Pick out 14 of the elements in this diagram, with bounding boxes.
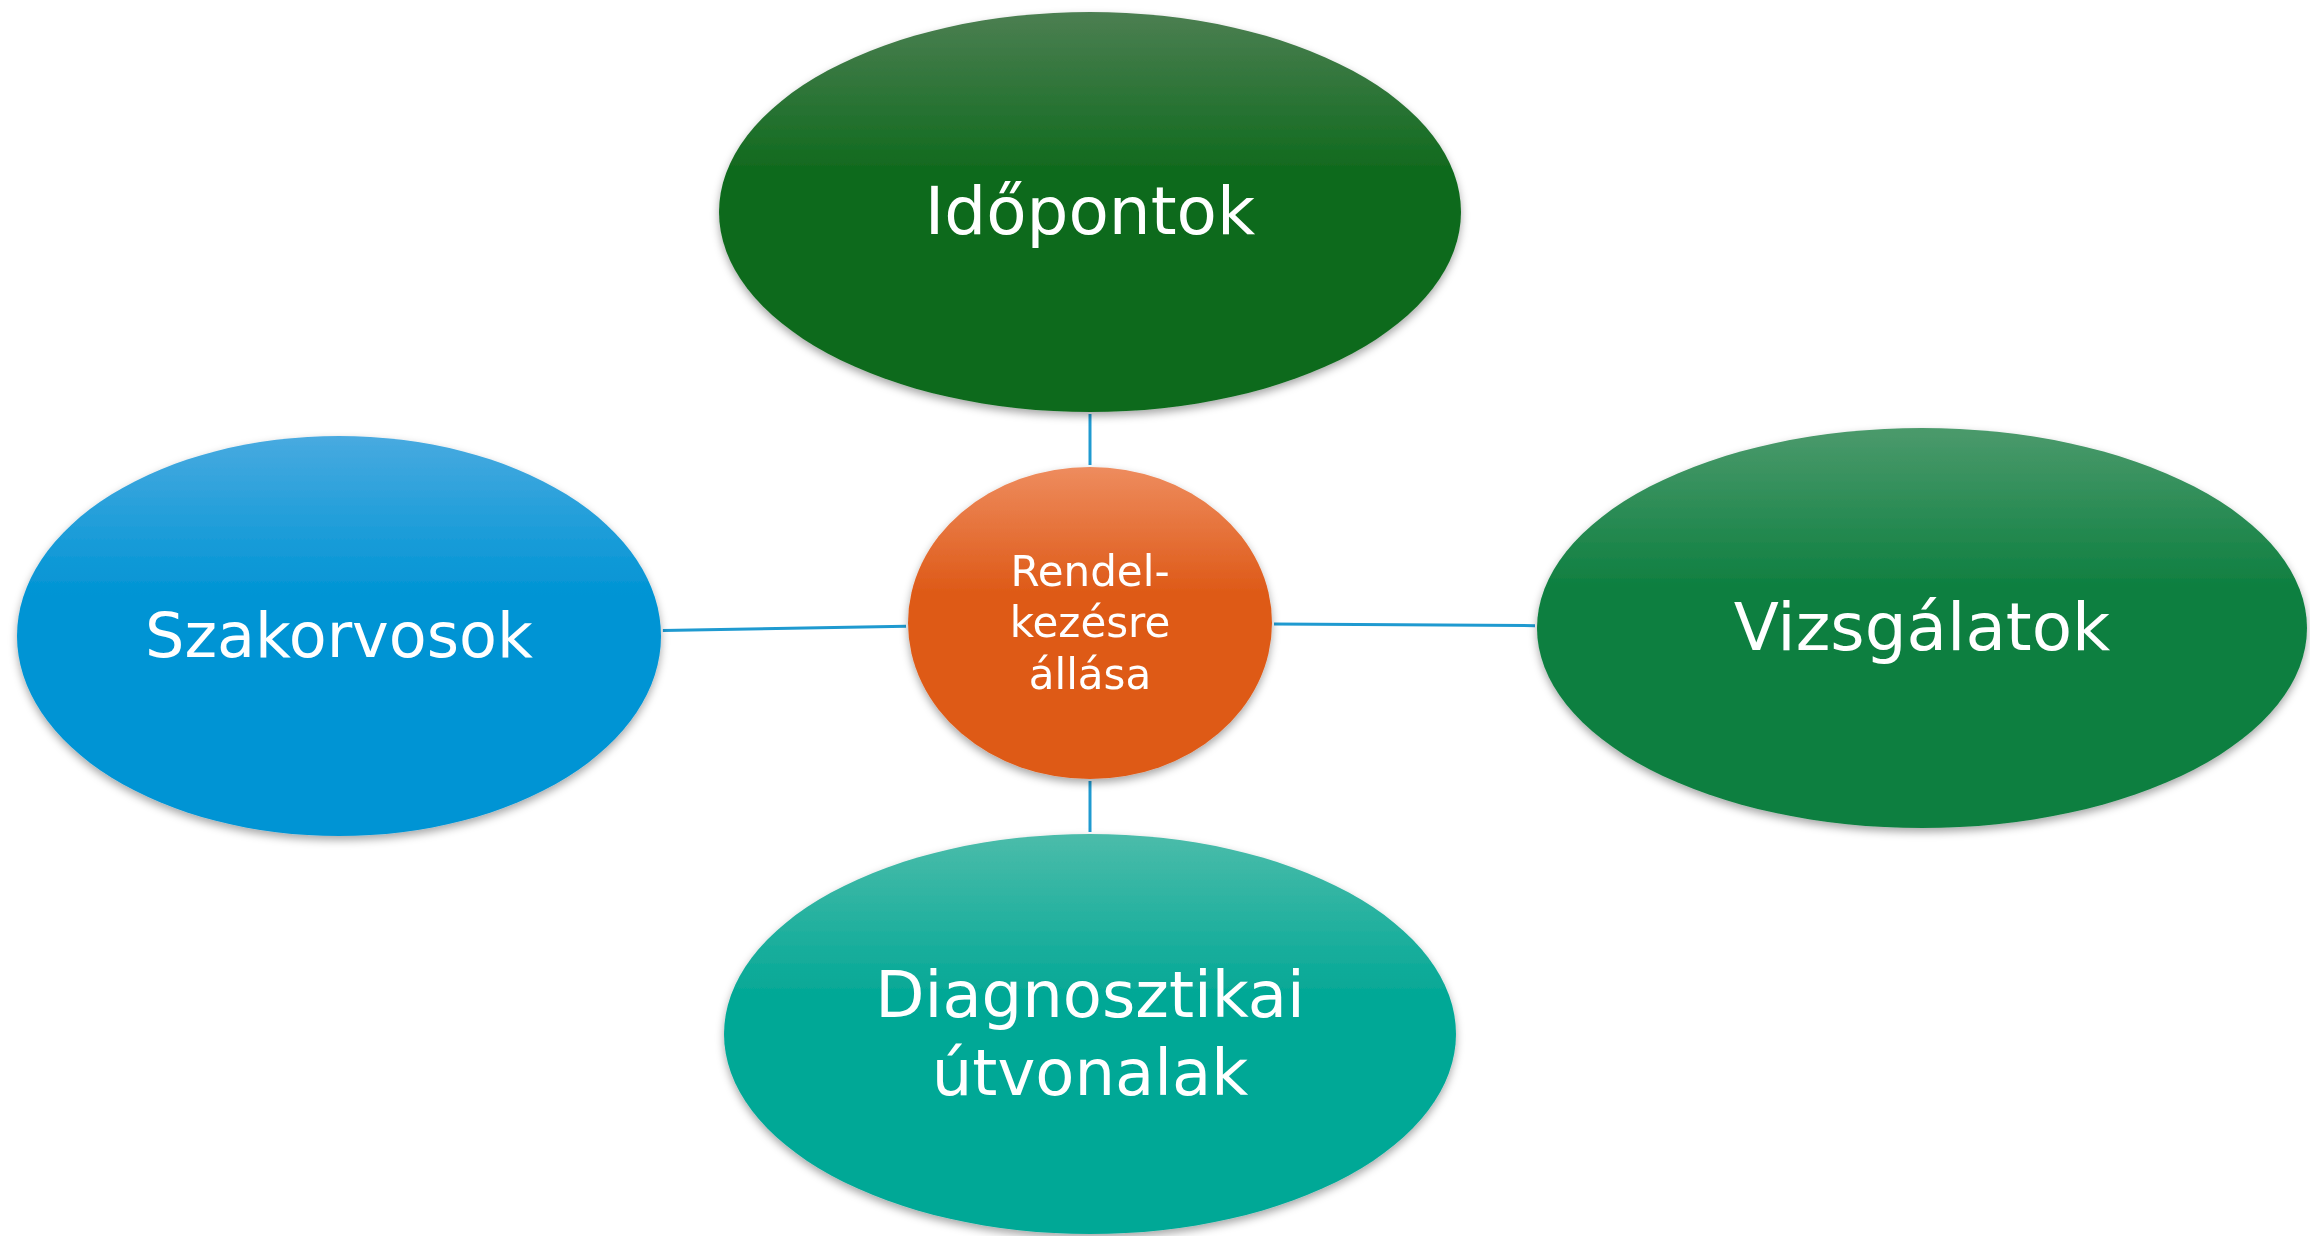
node-label: Szakorvosok [145,598,533,674]
node-label: Időpontok [924,171,1256,252]
node-label: Diagnosztikai útvonalak [874,956,1306,1112]
ellipse-node [1535,426,2309,830]
connector-line [662,624,907,632]
connector-line [1088,781,1092,832]
ellipse-node [906,465,1274,781]
ellipse-node [722,832,1458,1236]
node-label: Vizsgálatok [1733,587,2111,668]
node-label: Rendel- kezésre állása [1008,546,1172,700]
connector-line [1274,622,1536,628]
connector-line [1088,414,1092,465]
ellipse-node [717,10,1463,414]
ellipse-node [15,434,663,838]
